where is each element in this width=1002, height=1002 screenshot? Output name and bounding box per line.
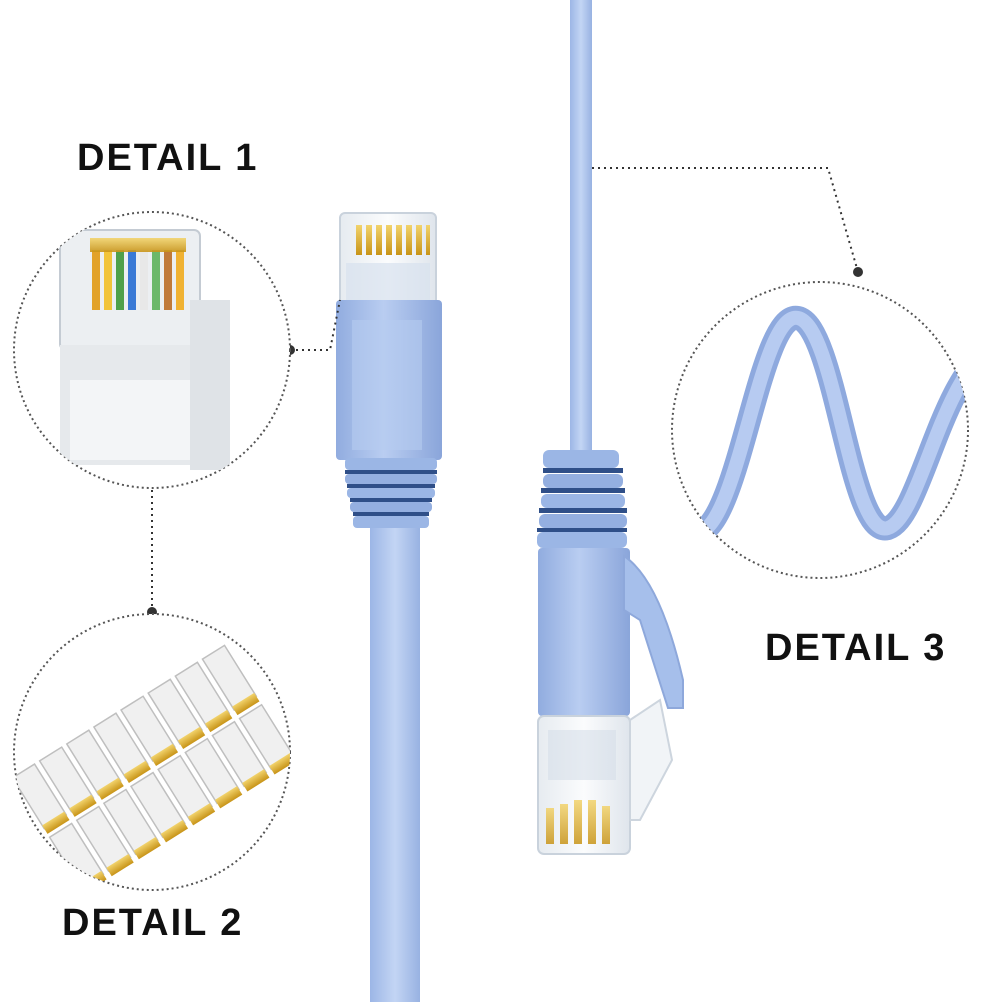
plug-pins [356,225,430,255]
connector-left [336,212,442,1002]
detail-3-label: DETAIL 3 [765,627,947,669]
plug-pins-right [546,800,610,844]
detail-1-label: DETAIL 1 [77,137,259,179]
detail-2-circle [13,613,291,891]
detail-3-circle [671,281,969,579]
cable-right [570,0,592,460]
detail-1-circle [13,211,291,489]
leader-lines [151,167,859,612]
connector-right [537,450,684,855]
detail-2-label: DETAIL 2 [62,902,244,944]
